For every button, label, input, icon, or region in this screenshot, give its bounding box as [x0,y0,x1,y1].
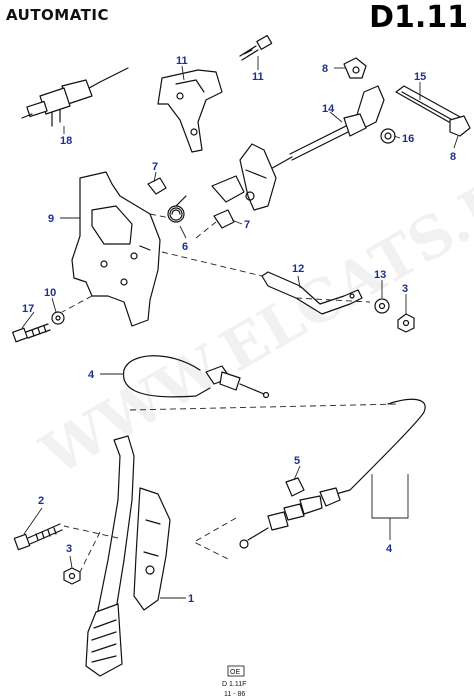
callout-10[interactable]: 17 [22,303,34,315]
callout-17[interactable]: 16 [402,133,414,145]
part-2-bolt[interactable] [13,523,63,551]
part-17-washer[interactable] [380,128,396,144]
callout-16[interactable]: 15 [414,71,426,83]
part-11-washer-left[interactable] [51,311,65,325]
callout-3-right[interactable]: 3 [402,283,408,295]
part-1-pedal[interactable] [85,435,171,677]
part-6-spring[interactable] [167,195,187,223]
callout-5[interactable]: 5 [294,455,300,467]
reference-stamp: OE D 1.11F 11 - 86 [222,665,246,698]
part-4-cable-upper[interactable] [122,355,270,399]
stamp-date: 11 - 86 [224,691,245,698]
part-10-bolt[interactable] [12,323,51,343]
part-8-clip-right[interactable] [449,115,471,137]
callout-15[interactable]: 14 [322,103,335,115]
callout-8-right[interactable]: 8 [450,151,456,163]
part-7-clip-low[interactable] [213,209,235,229]
callout-12[interactable]: 12 [292,263,304,275]
part-4-cable-lower[interactable] [239,398,426,549]
stamp-box: OE [230,669,240,676]
callout-9[interactable]: 9 [48,213,54,225]
callout-4-lower[interactable]: 4 [386,543,393,555]
callout-4-upper[interactable]: 4 [88,369,95,381]
callout-3-left[interactable]: 3 [66,543,72,555]
callout-18[interactable]: 18 [60,135,72,147]
part-3-nut-right[interactable] [397,313,415,333]
callout-14[interactable]: 11 [252,71,264,83]
part-7-clip-top[interactable] [147,177,167,195]
callout-7-top[interactable]: 7 [152,161,158,173]
callout-13[interactable]: 11 [176,55,188,67]
part-5-grommet[interactable] [285,477,305,497]
diagram-title: AUTOMATIC [6,6,110,24]
part-14-bolt[interactable] [239,34,273,61]
part-12-bracket[interactable] [261,271,363,315]
callout-6[interactable]: 6 [182,241,188,253]
callout-2[interactable]: 2 [38,495,44,507]
diagram-code: D1.11 [369,0,468,35]
part-11-washer-right[interactable] [374,298,390,314]
part-9-mounting-plate[interactable] [71,171,161,327]
callout-8-top[interactable]: 8 [322,63,328,75]
callout-11-right[interactable]: 13 [374,269,386,281]
part-15-selector-rod[interactable] [257,85,385,177]
part-13-bracket[interactable] [157,69,223,153]
callout-1[interactable]: 1 [188,593,194,605]
part-3-nut-left[interactable] [63,567,81,585]
stamp-ref: D 1.11F [222,681,246,688]
selector-lever[interactable] [211,143,277,211]
callout-7-low[interactable]: 7 [244,219,250,231]
part-8-clip-top[interactable] [343,57,367,79]
callout-11-left[interactable]: 10 [44,287,56,299]
part-18-switch[interactable] [21,67,129,127]
